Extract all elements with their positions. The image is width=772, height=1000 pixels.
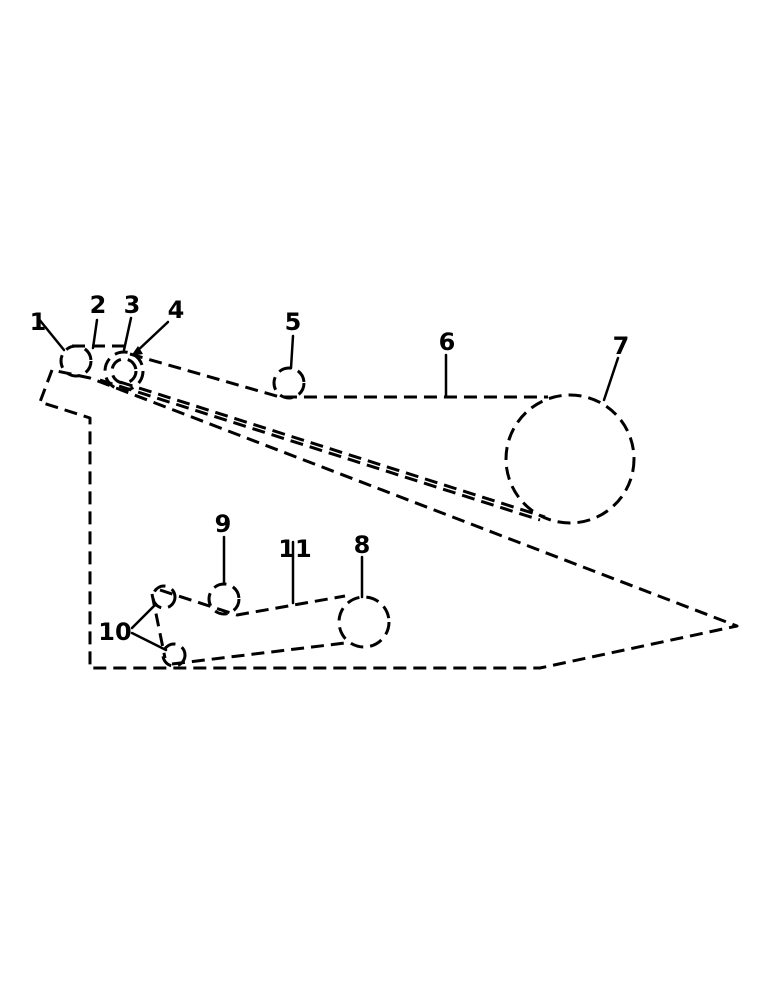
callout-2: 2 [90,291,107,319]
leader-1 [36,316,66,352]
arrowhead-4 [131,346,143,356]
leader-2 [91,318,99,350]
leader-5 [289,334,295,370]
frame-outline [38,368,739,670]
callout-labels: 1 2 3 4 5 6 7 9 11 8 10 [30,291,630,646]
leader-10b [130,631,168,652]
lower-belt [150,588,346,666]
callout-1: 1 [30,308,47,336]
leader-7 [602,356,620,402]
callout-3: 3 [124,291,141,319]
callout-4: 4 [168,296,185,324]
pulley-8 [337,595,391,649]
callout-5: 5 [285,308,302,336]
pulley-10-lower [161,642,187,668]
leader-lines [36,316,620,652]
callout-11: 11 [278,535,311,563]
leader-3 [122,316,133,352]
pulley-1 [59,344,93,378]
pulley-10-upper [151,584,177,610]
upper-belt [72,344,548,522]
leader-4 [133,320,170,355]
pulley-3 [103,350,145,392]
leader-10a [130,602,158,630]
pulley-7 [504,393,636,525]
callout-7: 7 [613,332,630,360]
callout-6: 6 [439,328,456,356]
idler-5 [272,366,306,400]
callout-10: 10 [98,618,131,646]
callout-8: 8 [354,531,371,559]
callout-9: 9 [215,510,232,538]
pulley-3-inner [110,357,138,385]
